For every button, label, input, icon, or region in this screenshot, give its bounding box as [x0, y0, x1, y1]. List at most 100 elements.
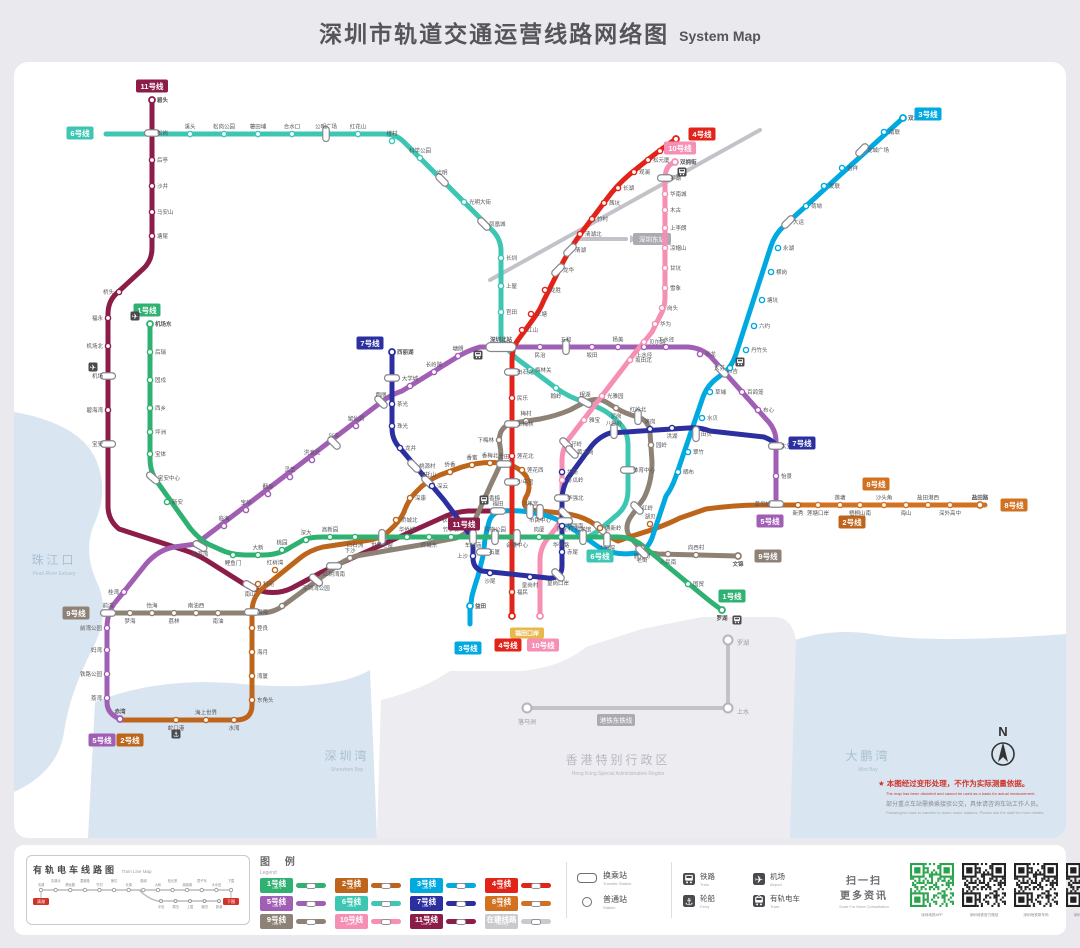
station [508, 452, 516, 460]
station [656, 147, 664, 155]
transfer-station [692, 425, 700, 443]
svg-text:10号线: 10号线 [668, 143, 692, 153]
station [661, 190, 669, 198]
line-badge-2: 2号线 [116, 733, 144, 747]
transfer-station-sample [577, 873, 597, 883]
svg-text:大水田: 大水田 [212, 882, 222, 887]
station [814, 501, 822, 509]
station-label: 坂田 [586, 351, 597, 359]
station [738, 388, 746, 396]
station-label: 长湖 [623, 184, 635, 192]
railway-station [722, 634, 734, 646]
station-label: 坂田北 [635, 356, 652, 364]
station [103, 624, 111, 632]
station-label: 笋岗 [644, 418, 655, 426]
station [758, 296, 766, 304]
svg-text:上围: 上围 [187, 904, 193, 909]
tram-line-map: 清湖清湖北腾龙路君新路竹村茜坑长湖观澜大和松元厦观澜湖君子布大水田下围半岛寿田上… [33, 878, 239, 909]
station-label: 灵芝 [284, 466, 296, 474]
station [522, 417, 530, 425]
station-label: 桃源村 [419, 462, 436, 470]
station [214, 609, 222, 617]
station-label: 光明大街 [469, 198, 492, 206]
legend-line-sample [371, 882, 401, 889]
station-label: 购物公园 [484, 526, 507, 534]
station-label: 塘尾 [157, 232, 169, 240]
station-label: 梧桐山南 [849, 509, 872, 517]
station-label: 海山 [900, 509, 911, 517]
station-label: 兴东 [328, 432, 340, 440]
svg-text:8号线: 8号线 [866, 479, 886, 489]
station [668, 424, 676, 432]
station-label: 布吉 [727, 367, 739, 375]
station [684, 448, 692, 456]
station [661, 244, 669, 252]
station-label: 龙井 [405, 444, 417, 452]
station [508, 588, 516, 596]
station [396, 444, 404, 452]
transfer-label: 换乘站 [603, 871, 627, 880]
station-label: 泥岗 [610, 412, 621, 420]
station-label: 民乐 [517, 395, 529, 402]
transfer-station [243, 608, 261, 616]
svg-text:观澜湖: 观澜湖 [182, 882, 192, 887]
svg-text:5号线: 5号线 [92, 735, 112, 745]
station-label: 上塘 [536, 310, 548, 318]
svg-text:2号线: 2号线 [842, 517, 862, 527]
region-label: 大鹏湾 [845, 748, 890, 763]
station-label: 盐田路 [972, 494, 989, 502]
station [220, 522, 228, 530]
svg-text:★ 本图经过变形处理，不作为实际测量依据。: ★ 本图经过变形处理，不作为实际测量依据。 [878, 778, 1029, 788]
station-label: 官田 [506, 308, 517, 316]
station-label: 铁路公园 [80, 670, 103, 678]
station-label: 光雅园 [607, 392, 624, 400]
station-label: 湾厦 [257, 672, 269, 680]
station [527, 310, 535, 318]
station [698, 414, 706, 422]
station-label: 宝安 [92, 440, 104, 448]
station-label: 国贸 [693, 580, 705, 588]
station [186, 130, 194, 138]
station-label: 沙井 [157, 182, 169, 190]
station-label: 海月 [257, 648, 268, 656]
legend-line-sample [521, 918, 551, 925]
svg-text:6号线: 6号线 [70, 128, 90, 138]
station-label: 前海湾 [192, 550, 209, 558]
station-label: 华强路 [553, 541, 570, 549]
station-label: 大剧院 [599, 544, 616, 552]
svg-text:10号线: 10号线 [531, 640, 555, 650]
station [558, 468, 566, 476]
transfer-station [855, 143, 869, 157]
svg-text:5号线: 5号线 [760, 516, 780, 526]
station-label: 大学城 [402, 375, 419, 383]
station-label: 白石龙 [517, 368, 534, 376]
station-label: 红岭 [642, 504, 654, 512]
svg-text:茜坑: 茜坑 [111, 878, 118, 883]
transfer-station [485, 341, 517, 353]
station [352, 422, 360, 430]
station-label: 世界之窗 [371, 541, 394, 549]
station [146, 428, 154, 436]
station-label: 福民 [517, 588, 529, 596]
scan-text-2: 更多资讯 [840, 890, 888, 902]
legend-title: 图 例 [260, 856, 301, 868]
line-badge-10: 10号线 [527, 638, 559, 652]
station [684, 580, 692, 588]
station-label: 洪湖 [666, 432, 678, 440]
station-label: 上水径 [636, 351, 653, 359]
transfer-station [407, 459, 421, 473]
svg-text:部分重点车站需换乘接驳公交，具体请咨询车站工作人员。: 部分重点车站需换乘接驳公交，具体请咨询车站工作人员。 [886, 800, 1042, 808]
station-label: 皇岗口岸 [547, 579, 570, 587]
station-label: 红山 [527, 326, 538, 334]
station-label: 赤尾 [567, 548, 579, 556]
station-label: 华侨城 [399, 526, 416, 534]
station [526, 573, 534, 581]
terminus-station [734, 552, 742, 560]
station [541, 286, 549, 294]
terminus-station [388, 348, 396, 356]
station-label: 松岗公园 [213, 123, 236, 131]
